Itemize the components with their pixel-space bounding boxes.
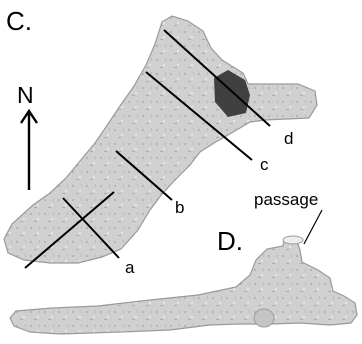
north-arrow <box>21 111 37 190</box>
section-label-d: d <box>284 130 293 147</box>
side-knob <box>254 309 274 327</box>
passage-pointer-line <box>304 210 322 244</box>
section-label-b: b <box>175 199 184 216</box>
panel-c-plan-view <box>4 16 317 268</box>
cave-plan-shape <box>4 16 317 263</box>
passage-label: passage <box>254 191 318 208</box>
panel-c-label: C. <box>6 8 32 34</box>
passage-opening <box>283 236 303 244</box>
panel-d-label: D. <box>217 228 243 254</box>
section-label-c: c <box>260 156 269 173</box>
north-label: N <box>17 84 34 107</box>
section-label-a: a <box>125 259 134 276</box>
